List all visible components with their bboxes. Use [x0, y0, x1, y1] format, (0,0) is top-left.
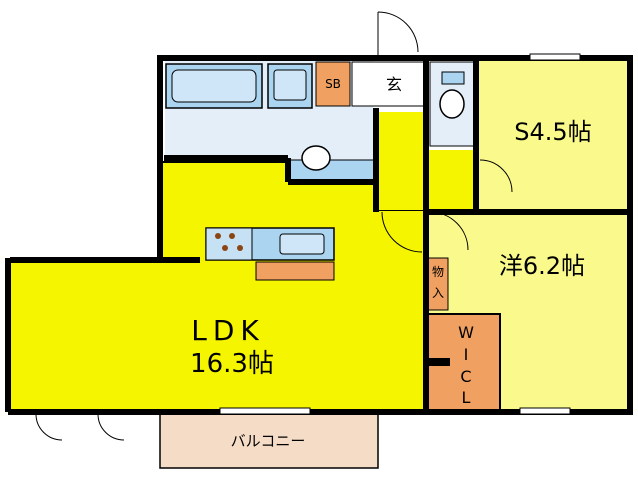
ldk-size-label: 16.3帖: [190, 349, 274, 379]
doors: [35, 11, 513, 441]
western-room-label: 洋6.2帖: [499, 252, 585, 280]
storage-label-2: 入: [432, 286, 444, 300]
ldk-label: LDK: [191, 314, 265, 347]
entrance-label: 玄: [386, 75, 402, 94]
wash-basin: [267, 63, 313, 109]
walls: [5, 55, 633, 415]
windows: [219, 53, 581, 415]
wic-letter-i: I: [464, 345, 469, 364]
kitchen-counter: [205, 227, 335, 281]
storage-label-1: 物: [432, 265, 444, 279]
wic-wall-notch: [428, 358, 450, 366]
hall-toilet-bowl: [439, 89, 465, 119]
shoe-box: [315, 61, 351, 107]
s-room: [475, 59, 629, 211]
wic-letter-l: L: [462, 388, 471, 407]
balcony: バルコニー: [159, 411, 379, 469]
s-room-label: S4.5帖: [514, 118, 591, 146]
bathtub: [165, 63, 263, 109]
hall-toilet-tank: [441, 71, 465, 85]
balcony-label: バルコニー: [231, 432, 306, 450]
wic-letter-w: W: [458, 323, 474, 342]
shoe-box-label: SB: [325, 77, 341, 91]
wic-letter-c: C: [460, 367, 471, 386]
